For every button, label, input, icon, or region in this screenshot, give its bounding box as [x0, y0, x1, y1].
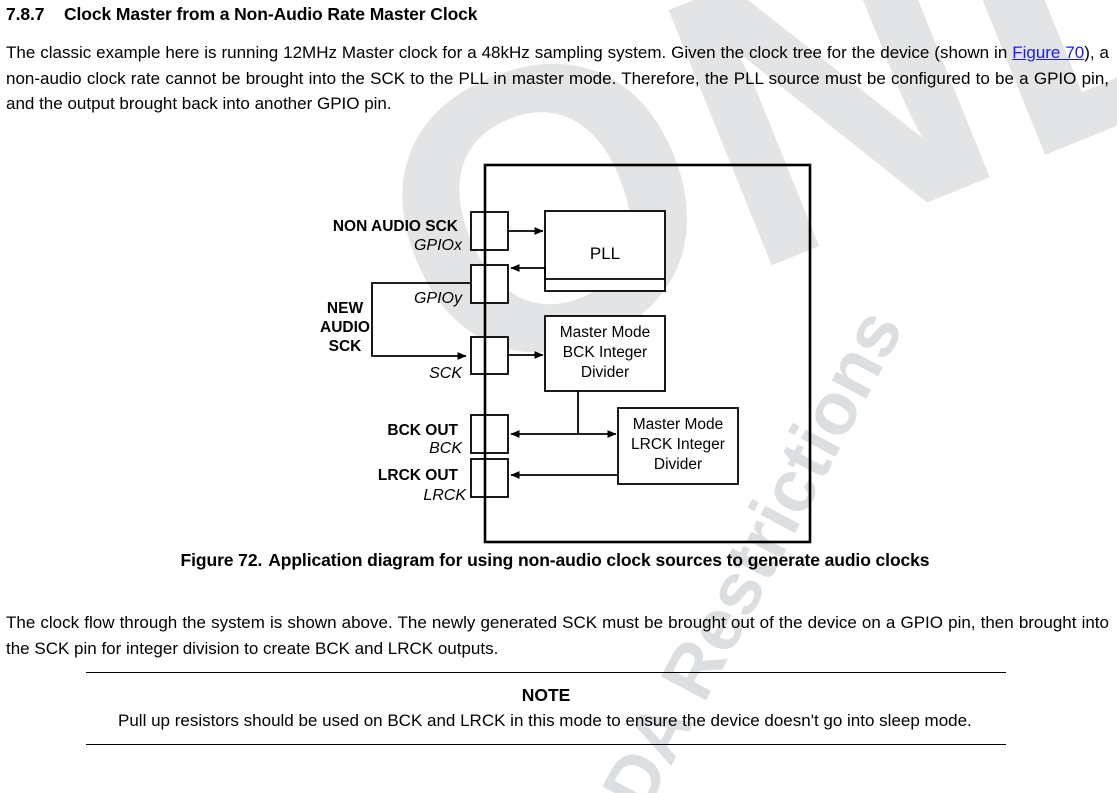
intro-paragraph: The classic example here is running 12MH… [6, 40, 1109, 117]
figure-caption: Figure 72.Application diagram for using … [0, 550, 1110, 571]
wire-gpioy-feedback [371, 282, 471, 360]
flow-line-1: The clock flow through the system is sho… [6, 613, 857, 632]
side-label-line-3: SCK [329, 338, 363, 355]
figure-caption-label: Figure 72. [180, 550, 263, 570]
lrck-divider-line-1: Master Mode [633, 416, 723, 433]
pin-label-bck-out: BCK OUT [387, 422, 458, 439]
pin-label-lrck-out: LRCK OUT [378, 467, 459, 484]
pin-name-gpioy: GPIOy [414, 290, 463, 307]
intro-line-2-post: ), a non-audio clock rate cannot be brou… [6, 43, 1109, 88]
pin-label-non-audio-sck: NON AUDIO SCK [333, 218, 459, 235]
figure-70-link[interactable]: Figure 70 [1012, 43, 1085, 62]
section-heading: 7.8.7 Clock Master from a Non-Audio Rate … [6, 4, 478, 25]
pin-name-lrck: LRCK [423, 487, 467, 504]
pin-name-bck: BCK [429, 440, 463, 457]
intro-line-1: The classic example here is running 12MH… [6, 43, 847, 62]
pin-box-bck [470, 414, 509, 454]
pll-block-label: PLL [590, 244, 620, 263]
pin-name-gpiox: GPIOx [414, 237, 463, 254]
bck-divider-line-1: Master Mode [560, 324, 650, 341]
pin-box-gpioy [470, 264, 509, 304]
note-block: NOTE Pull up resistors should be used on… [86, 672, 1006, 745]
figure-caption-text: Application diagram for using non-audio … [268, 550, 930, 570]
intro-line-3: mode. Therefore, the PLL source must be … [6, 68, 1109, 114]
section-number: 7.8.7 [6, 4, 45, 24]
intro-line-2-pre: the device (shown in [851, 43, 1013, 62]
pin-box-lrck [470, 458, 509, 498]
pll-block [544, 210, 666, 292]
bck-divider-line-3: Divider [581, 364, 629, 381]
intro-line-4: GPIO pin. [316, 94, 392, 113]
flow-paragraph: The clock flow through the system is sho… [6, 610, 1109, 661]
side-label-line-1: NEW [327, 300, 364, 317]
lrck-divider-block [617, 407, 739, 485]
flow-line-2: on a GPIO pin, then brought into the SCK… [6, 613, 1109, 658]
bck-divider-line-2: BCK Integer [563, 344, 647, 361]
lrck-divider-line-2: LRCK Integer [631, 436, 725, 453]
bck-divider-block [544, 315, 666, 392]
side-label-line-2: AUDIO [320, 319, 370, 336]
note-bottom-rule [86, 743, 1006, 745]
note-body: Pull up resistors should be used on BCK … [118, 708, 1006, 734]
note-top-rule [86, 672, 1006, 673]
note-title: NOTE [521, 685, 571, 705]
pin-box-sck [470, 336, 509, 375]
section-title: Clock Master from a Non-Audio Rate Maste… [64, 4, 478, 24]
pin-box-gpiox [470, 211, 509, 251]
figure-72-diagram: PLL Master Mode BCK Integer Divider Mast… [320, 163, 812, 544]
note-line-2: doesn't go into sleep mode. [764, 711, 972, 730]
pin-name-sck: SCK [429, 365, 463, 382]
lrck-divider-line-3: Divider [654, 456, 702, 473]
note-line-1: Pull up resistors should be used on BCK … [118, 711, 760, 730]
